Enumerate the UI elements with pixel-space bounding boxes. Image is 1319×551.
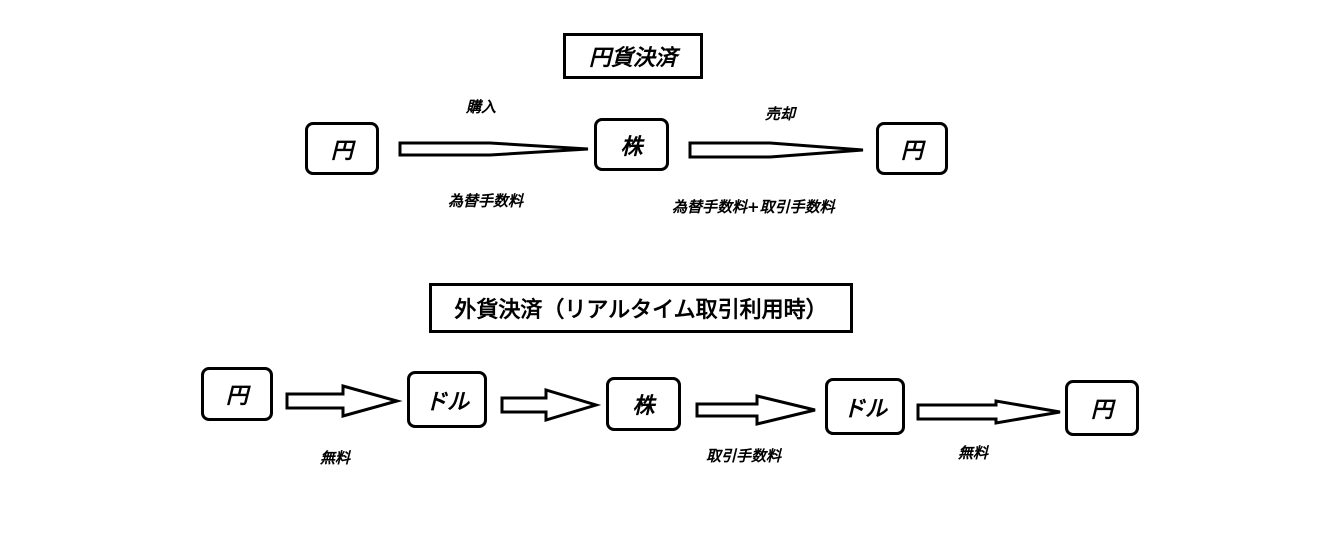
fx-fee-buy-label: 為替手数料	[448, 192, 524, 210]
dollar-node-1: ドル	[407, 371, 487, 428]
free-label-2: 無料	[958, 444, 989, 462]
stock-node: 株	[594, 118, 669, 171]
arrow-stock-to-yen	[688, 141, 864, 159]
buy-label: 購入	[466, 98, 497, 116]
yen-node-start: 円	[305, 122, 379, 175]
foreign-settlement-title: 外貨決済（リアルタイム取引利用時）	[429, 283, 853, 333]
arrow-dollar-to-yen	[916, 399, 1061, 425]
stock-node-2: 株	[606, 377, 681, 431]
arrow-stock-to-dollar	[695, 394, 816, 426]
sell-label: 売却	[765, 105, 796, 123]
arrow-yen-to-dollar	[285, 384, 403, 418]
arrow-yen-to-stock	[398, 141, 589, 157]
yen-settlement-title: 円貨決済	[563, 33, 703, 79]
arrow-dollar-to-stock	[500, 387, 602, 423]
yen-node-2: 円	[1065, 380, 1139, 436]
free-label-1: 無料	[320, 449, 351, 467]
trade-fee-label: 取引手数料	[706, 447, 782, 465]
fx-and-trade-fee-label: 為替手数料+取引手数料	[672, 198, 835, 216]
yen-node-1: 円	[201, 367, 273, 421]
dollar-node-2: ドル	[825, 378, 905, 435]
yen-node-end: 円	[876, 122, 948, 175]
